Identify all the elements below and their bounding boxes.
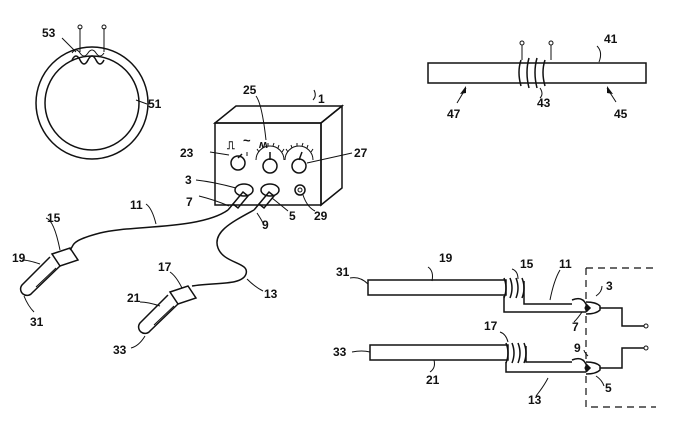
ring-outer	[35, 46, 149, 160]
socket-5[interactable]	[260, 183, 280, 197]
terminal-upper	[643, 323, 649, 329]
plug-9[interactable]	[253, 190, 276, 211]
label-socket-b: 5	[289, 209, 296, 223]
schematic-probe-19	[367, 279, 507, 296]
label-sch-probe-a: 19	[439, 251, 453, 265]
label-sch-tip-a: 31	[336, 265, 350, 279]
label-sch-tip-b: 33	[333, 345, 347, 359]
label-sch-cable-a: 11	[559, 257, 572, 271]
label-sch-socket-a: 3	[606, 279, 613, 293]
label-sch-socket-b: 5	[605, 381, 612, 395]
rod-leader	[596, 45, 602, 63]
device-box: 1 ⎍ ~ ʍ 23 25 27 3	[180, 83, 368, 223]
ring-assembly: 53 51	[35, 24, 162, 160]
label-sch-plug-a: 7	[572, 320, 579, 334]
rod-body	[427, 62, 647, 84]
label-jack: 29	[314, 209, 328, 223]
dial-27[interactable]	[284, 142, 314, 174]
schematic-coil-17	[505, 342, 527, 364]
socket-3[interactable]	[234, 183, 254, 197]
label-device: 1	[318, 92, 325, 106]
label-ring: 51	[148, 97, 162, 111]
ring-coil-leader	[61, 37, 77, 53]
schematic-coil-15	[503, 277, 525, 299]
label-plug-b: 9	[262, 218, 269, 232]
label-socket-a: 3	[185, 173, 192, 187]
schematic: 31 19 15 11 3 7 33 21 17	[333, 251, 656, 408]
label-tip-b: 33	[113, 343, 127, 357]
device-side	[320, 104, 343, 207]
label-sch-probe-b: 21	[426, 373, 440, 387]
dial-25[interactable]	[255, 142, 285, 174]
rod-coil-leader	[539, 87, 543, 99]
label-rod-coil: 43	[537, 96, 551, 110]
label-probe-a: 19	[12, 251, 26, 265]
jack[interactable]	[294, 184, 306, 196]
label-rod: 41	[604, 32, 618, 46]
ring-inner	[44, 55, 140, 151]
label-sch-coil-b: 17	[484, 319, 498, 333]
label-coil-b: 17	[158, 260, 172, 274]
ring-coil	[71, 24, 107, 65]
label-coil-a: 15	[47, 211, 61, 225]
label-dial-a: 25	[243, 83, 257, 97]
rod-end-right-arrowhead	[607, 86, 613, 94]
label-cable-b: 13	[264, 287, 278, 301]
device-top	[212, 105, 345, 124]
mod-symbol: ʍ	[258, 139, 268, 151]
rod-end-left-arrowhead	[460, 86, 466, 94]
cable-13	[191, 209, 255, 287]
label-switch: 23	[180, 146, 194, 160]
label-sch-cable-b: 13	[528, 393, 542, 407]
sine-symbol: ~	[243, 133, 251, 148]
pulse-symbol: ⎍	[226, 140, 235, 152]
label-plug-a: 7	[186, 195, 193, 209]
probe-19[interactable]	[19, 247, 80, 297]
label-sch-coil-a: 15	[520, 257, 534, 271]
label-dial-b: 27	[354, 146, 368, 160]
label-rod-end-right: 45	[614, 107, 628, 121]
cable-11	[69, 209, 229, 251]
plug-7[interactable]	[227, 190, 250, 211]
schematic-probe-21	[369, 344, 509, 361]
selector-switch[interactable]	[230, 155, 246, 171]
label-ring-coil: 53	[42, 26, 56, 40]
label-rod-end-left: 47	[447, 107, 461, 121]
label-sch-plug-b: 9	[574, 341, 581, 355]
ring-leader	[135, 99, 148, 105]
rod-coil	[518, 40, 554, 89]
terminal-lower	[643, 345, 649, 351]
label-probe-b: 21	[127, 291, 141, 305]
label-cable-a: 11	[130, 198, 143, 212]
label-tip-a: 31	[30, 315, 44, 329]
probe-21[interactable]	[137, 285, 198, 335]
rod-assembly: 41 43 47 45	[427, 32, 647, 121]
